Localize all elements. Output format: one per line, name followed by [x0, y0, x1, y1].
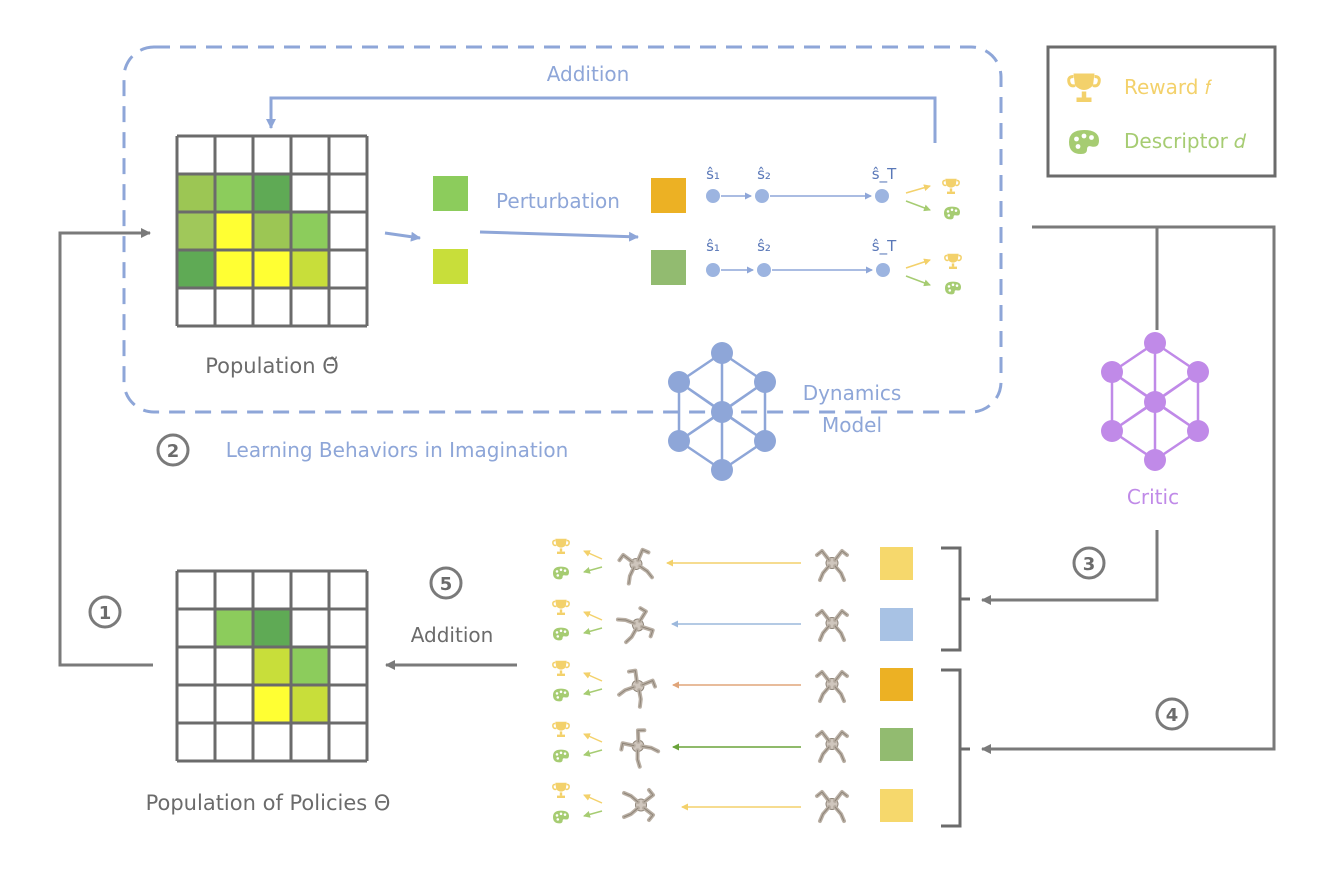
step-3-arrow — [981, 530, 1159, 605]
population-tilde-label: Population Θ̃ — [205, 354, 339, 378]
addition-top-arrow — [266, 96, 937, 143]
dynamics-label-line1: Dynamics — [803, 381, 902, 405]
trophy-icon — [552, 659, 570, 677]
legend-descriptor-label: Descriptor 𝑑 — [1124, 129, 1246, 153]
state-s1-label: ŝ₁ — [706, 165, 720, 183]
state-sT-label: ŝ_T — [872, 165, 897, 184]
legend-reward-label: Reward 𝑓 — [1124, 75, 1213, 99]
perturbation-arrow — [479, 230, 639, 242]
step-2-number: 2 — [167, 441, 180, 462]
palette-icon — [553, 566, 569, 580]
step-3-badge — [1072, 546, 1106, 580]
imagined-trajectory-1: ŝ₁ ŝ₂ ŝ_T — [706, 165, 960, 220]
palette-icon — [945, 281, 961, 295]
evaluation-row-5 — [552, 781, 913, 824]
step-1-badge — [88, 595, 122, 629]
perturbation-label: Perturbation — [496, 189, 620, 213]
step-4-badge — [1155, 697, 1189, 731]
offspring-square-1 — [651, 178, 686, 213]
trophy-icon — [942, 178, 960, 195]
palette-icon — [944, 206, 960, 220]
imagined-trajectory-2: ŝ₁ ŝ₂ ŝ_T — [706, 237, 962, 295]
trophy-icon — [944, 253, 962, 270]
step-5-number: 5 — [440, 574, 453, 595]
offspring-square-2 — [651, 250, 686, 285]
palette-icon — [553, 810, 569, 824]
addition-bottom-label: Addition — [411, 623, 494, 647]
step-1-arrow — [58, 228, 153, 667]
evaluation-row-4 — [552, 720, 913, 771]
critic-label: Critic — [1127, 485, 1179, 509]
critic-network — [1101, 332, 1209, 471]
state-s1-label: ŝ₁ — [706, 237, 720, 255]
evaluation-row-1 — [552, 537, 913, 587]
trophy-icon — [552, 537, 570, 555]
parent-square-2 — [433, 249, 468, 284]
imagination-boundary — [122, 45, 1003, 414]
step-3-number: 3 — [1083, 554, 1096, 575]
critic-connection — [981, 225, 1276, 754]
addition-top-label: Addition — [547, 62, 630, 86]
select-arrow — [384, 231, 421, 242]
step-1-number: 1 — [99, 603, 112, 624]
dynamics-model-network — [668, 342, 776, 481]
trophy-icon — [552, 781, 570, 799]
bracket-model-group — [941, 668, 970, 828]
imagined-population-grid — [175, 134, 369, 328]
learning-label: Learning Behaviors in Imagination — [226, 438, 569, 462]
palette-icon — [553, 688, 569, 702]
legend: Reward 𝑓 Descriptor 𝑑 — [1046, 45, 1277, 178]
palette-icon — [553, 749, 569, 763]
bracket-critic-group — [941, 546, 970, 652]
population-policies-label: Population of Policies Θ — [146, 791, 391, 815]
dynamics-label-line2: Model — [822, 413, 882, 437]
policy-population-grid — [175, 569, 369, 763]
trophy-icon — [552, 720, 570, 738]
step-4-number: 4 — [1166, 705, 1179, 726]
evaluation-row-2 — [552, 598, 913, 647]
step-5-badge — [429, 566, 463, 600]
state-s2-label: ŝ₂ — [757, 165, 771, 183]
step-2-badge — [156, 433, 190, 467]
palette-icon — [553, 627, 569, 641]
state-s2-label: ŝ₂ — [757, 237, 771, 255]
trophy-icon — [552, 598, 570, 616]
parent-square-1 — [433, 176, 468, 211]
evaluation-row-3 — [552, 659, 913, 711]
state-sT-label: ŝ_T — [872, 237, 897, 256]
